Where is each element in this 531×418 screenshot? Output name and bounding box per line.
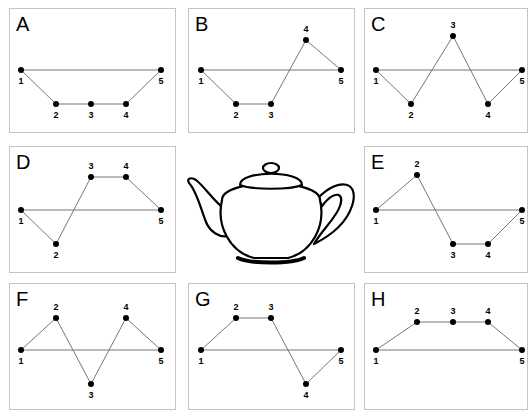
panel-letter: F (16, 289, 28, 309)
point-number: 1 (372, 217, 379, 226)
point-number: 5 (518, 357, 525, 366)
point-number: 5 (518, 217, 525, 226)
point-number: 4 (122, 303, 129, 312)
point-number: 1 (372, 77, 379, 86)
point-number: 1 (17, 217, 24, 226)
panel-letter: G (195, 289, 211, 309)
point-number: 5 (157, 357, 164, 366)
panel-letter: H (371, 289, 385, 309)
point-number: 3 (87, 391, 94, 400)
point-number: 2 (407, 111, 414, 120)
point-number: 3 (267, 111, 274, 120)
point-number: 4 (302, 391, 309, 400)
point-number: 3 (449, 21, 456, 30)
point-number: 3 (267, 303, 274, 312)
dots (18, 33, 525, 387)
path-b (201, 40, 341, 104)
point-number: 3 (87, 111, 94, 120)
point-number: 2 (413, 160, 420, 169)
path-c (376, 36, 522, 104)
point-number: 2 (52, 251, 59, 260)
point-number: 1 (197, 77, 204, 86)
panel-letter: A (16, 14, 29, 34)
panel-letter: E (371, 152, 384, 172)
panel-letter: C (371, 14, 385, 34)
point-number: 5 (337, 77, 344, 86)
point-number: 1 (197, 357, 204, 366)
panel-letter: B (195, 14, 208, 34)
point-number: 4 (484, 111, 491, 120)
panel-letter: D (16, 152, 30, 172)
panel: C (364, 8, 528, 133)
point-number: 3 (449, 307, 456, 316)
point-number: 4 (484, 251, 491, 260)
point-number: 4 (484, 307, 491, 316)
point-number: 5 (337, 357, 344, 366)
path-g (201, 318, 341, 384)
point-number: 4 (122, 162, 129, 171)
path-f (21, 318, 161, 384)
point-number: 3 (449, 251, 456, 260)
point-number: 2 (52, 111, 59, 120)
point-number: 1 (17, 77, 24, 86)
point-number: 2 (52, 303, 59, 312)
point-number: 2 (232, 111, 239, 120)
path-d (21, 177, 161, 244)
path-h (376, 322, 522, 350)
point-number: 2 (232, 303, 239, 312)
panel: E (364, 146, 528, 273)
point-number: 5 (518, 77, 525, 86)
path-a (21, 70, 161, 104)
teapot (188, 163, 354, 263)
point-number: 2 (413, 307, 420, 316)
point-number: 4 (122, 111, 129, 120)
point-number: 5 (157, 217, 164, 226)
panel: H (364, 283, 528, 410)
point-number: 1 (17, 357, 24, 366)
path-e (376, 175, 522, 244)
point-number: 3 (87, 162, 94, 171)
point-number: 1 (372, 357, 379, 366)
point-number: 5 (157, 77, 164, 86)
point-number: 4 (302, 25, 309, 34)
